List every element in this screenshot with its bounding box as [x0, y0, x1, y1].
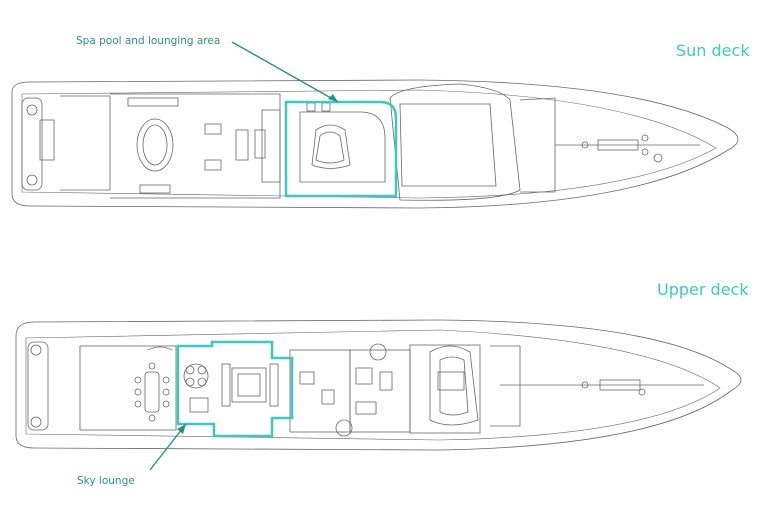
- sky-lounge-highlight: [176, 340, 294, 438]
- spa-pool-callout-label: Spa pool and lounging area: [76, 35, 221, 47]
- sky-lounge-leader-line: [149, 423, 187, 471]
- upper-deck-hull-outline: [15, 319, 742, 451]
- upper-deck-title: Upper deck: [657, 280, 749, 299]
- spa-pool-leader-line: [231, 41, 339, 103]
- sky-lounge-callout-label: Sky lounge: [77, 475, 135, 487]
- spa-pool-highlight: [284, 100, 398, 198]
- sun-deck-hull-outline: [11, 79, 739, 209]
- sun-deck-title: Sun deck: [676, 41, 750, 60]
- sun-deck-plan: [11, 79, 739, 209]
- upper-deck-plan: [15, 319, 742, 451]
